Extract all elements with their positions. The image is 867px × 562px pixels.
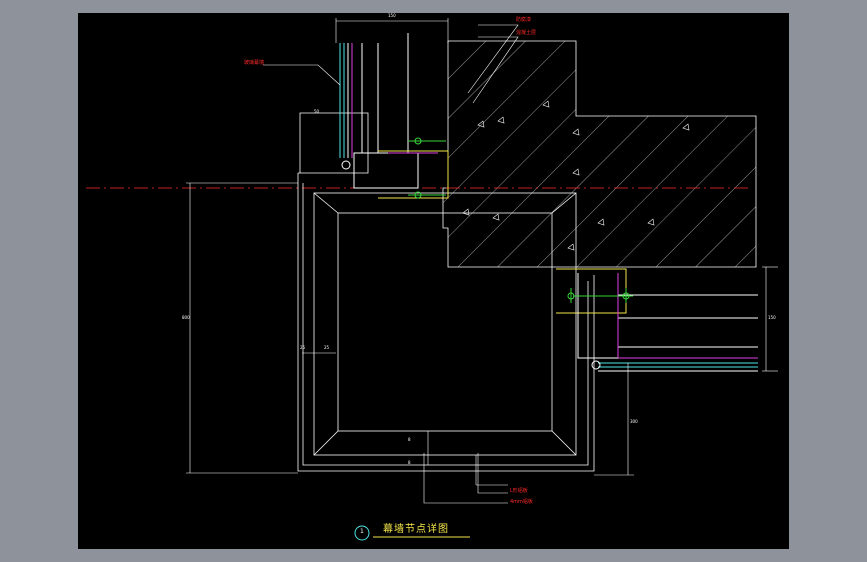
dim-top: 150 xyxy=(388,13,396,18)
dim-bottom-a: 8 xyxy=(408,437,411,442)
cad-drawing-canvas: 1 幕墙节点详图 玻璃幕墙 防腐漆 混凝土层 L形铝板 4mm铝板 150 80… xyxy=(78,13,789,549)
callout-bottom-1: L形铝板 xyxy=(510,488,528,494)
callout-top-right-1: 防腐漆 xyxy=(516,17,532,23)
concrete-wall xyxy=(442,40,757,268)
detail-number: 1 xyxy=(360,528,364,535)
detail-number-circle xyxy=(354,525,370,541)
callout-top-right-2: 混凝土层 xyxy=(516,30,537,36)
dim-right-vertical: 300 xyxy=(630,419,638,424)
right-glass-panel xyxy=(556,268,758,372)
dim-left-vertical: 800 xyxy=(182,315,190,320)
dim-left-small: 50 xyxy=(314,109,320,114)
aggregate-marks xyxy=(462,100,690,251)
dim-inner-a: 25 xyxy=(300,345,306,350)
aluminum-column-cover xyxy=(297,112,595,472)
curtain-wall-detail-drawing xyxy=(86,18,778,541)
drawing-title: 幕墙节点详图 xyxy=(383,524,449,535)
dim-bottom-b: 8 xyxy=(408,460,411,465)
leader-lines xyxy=(263,24,519,504)
dim-inner-b: 25 xyxy=(324,345,330,350)
dim-right-stack: 150 xyxy=(768,315,776,320)
left-glass-panel xyxy=(339,33,449,199)
dimension-lines xyxy=(186,18,778,486)
callout-bottom-2: 4mm铝板 xyxy=(510,499,533,505)
callout-left: 玻璃幕墙 xyxy=(244,60,265,66)
